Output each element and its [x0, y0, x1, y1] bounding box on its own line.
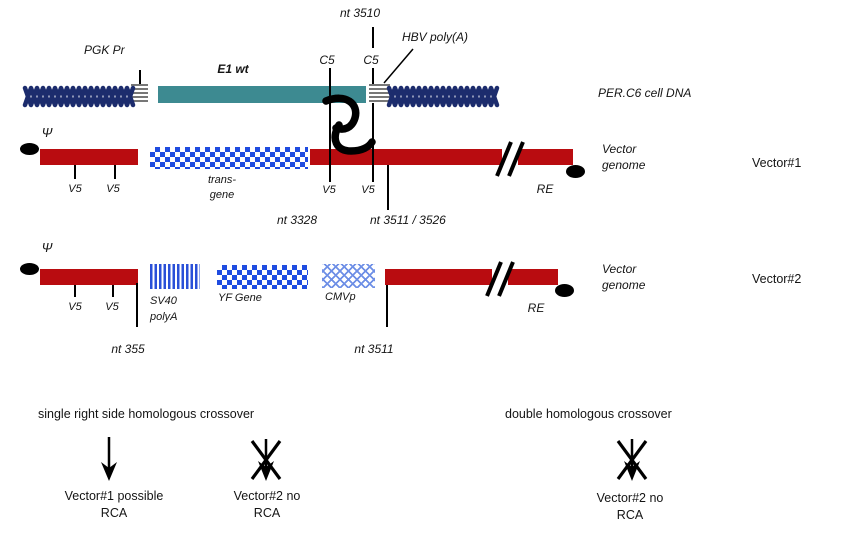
- vector1-bar-left: [40, 149, 138, 165]
- vector2-genome-label: Vector genome: [602, 261, 645, 293]
- nt3510-label: nt 3510: [339, 6, 381, 20]
- double-crossover-title: double homologous crossover: [505, 407, 672, 421]
- yf-gene-box: [217, 265, 308, 289]
- e1-wt-label: E1 wt: [217, 62, 249, 76]
- outcome-line: RCA: [253, 506, 281, 520]
- arrow-down-icon: [101, 437, 117, 481]
- vector2-left-cap: [20, 263, 39, 275]
- vector2-v5-label-2: V5: [105, 301, 119, 313]
- transgene-box: [150, 147, 308, 169]
- vector2-genome-line1: Vector: [602, 262, 637, 276]
- outcome-line: Vector#2 no: [596, 491, 664, 505]
- sv40-label-line1: SV40: [150, 295, 177, 307]
- per-c6-cell-dna-label: PER.C6 cell DNA: [598, 86, 692, 100]
- vector1-v5-label-3: V5: [322, 184, 336, 196]
- e1-wt-bar: [158, 86, 366, 103]
- transgene-label-line1: trans-: [207, 174, 237, 186]
- outcome-vector1-possible: Vector#1 possible RCA: [65, 488, 164, 522]
- vector2-psi-label: Ψ: [41, 240, 53, 255]
- sv40-polya-box: [150, 264, 200, 289]
- vector2-v5-label-1: V5: [68, 301, 82, 313]
- vector1-v5-label-1: V5: [68, 183, 82, 195]
- vector2-right-cap: [555, 284, 574, 297]
- outcome-line: Vector#2 no: [233, 489, 301, 503]
- hbv-polya-label: HBV poly(A): [402, 30, 469, 44]
- nt355-label: nt 355: [111, 342, 145, 356]
- pgk-promoter-box: [131, 84, 148, 103]
- cell-dna-zigzag-left: [22, 85, 136, 108]
- vector2-bar-end: [508, 269, 558, 285]
- outcome-line: RCA: [616, 508, 644, 522]
- vector2-re-label: RE: [527, 301, 545, 315]
- nt3511-label: nt 3511: [354, 342, 394, 356]
- vector2-bar-middle: [385, 269, 492, 285]
- arrow-down-crossed-icon-left: [250, 437, 282, 483]
- vector1-genome-line1: Vector: [602, 142, 637, 156]
- vector1-re-label: RE: [536, 182, 554, 196]
- vector1-v5-label-2: V5: [106, 183, 120, 195]
- break-slashes-vector1: [495, 141, 525, 177]
- vector1-name-label: Vector#1: [752, 156, 802, 170]
- transgene-label-line2: gene: [209, 189, 235, 201]
- vector2-genome-line2: genome: [602, 278, 646, 292]
- nt3328-label: nt 3328: [276, 213, 318, 227]
- vector1-right-cap: [566, 165, 585, 178]
- pgk-pr-label: PGK Pr: [84, 43, 125, 57]
- cmvp-label: CMVp: [325, 291, 356, 303]
- hbv-pointer-line: [383, 48, 414, 84]
- vector2-name-label: Vector#2: [752, 272, 802, 286]
- c5-left-label: C5: [319, 53, 335, 67]
- sv40-polya-label: SV40 polyA: [150, 293, 178, 325]
- transgene-label: trans- gene: [208, 173, 236, 203]
- arrow-down-crossed-icon-right: [616, 437, 648, 483]
- nt3511-3526-label: nt 3511 / 3526: [370, 213, 446, 227]
- outcome-vector2-no-right: Vector#2 no RCA: [597, 490, 664, 524]
- cmvp-box: [322, 264, 375, 288]
- crossover-twist-icon: [322, 94, 376, 155]
- vector1-psi-label: Ψ: [41, 125, 53, 140]
- vector1-left-cap: [20, 143, 39, 155]
- vector1-genome-line2: genome: [602, 158, 646, 172]
- outcome-line: RCA: [100, 506, 128, 520]
- outcome-vector2-no-left: Vector#2 no RCA: [234, 488, 301, 522]
- vector1-v5-label-4: V5: [361, 184, 375, 196]
- sv40-label-line2: polyA: [150, 311, 178, 323]
- break-slashes-vector2: [485, 261, 515, 297]
- hbv-polya-box: [369, 84, 390, 103]
- cell-dna-zigzag-right: [386, 85, 500, 108]
- vector1-genome-label: Vector genome: [602, 141, 645, 173]
- vector2-bar-left: [40, 269, 138, 285]
- c5-right-label: C5: [363, 53, 379, 67]
- vector1-bar-end: [518, 149, 573, 165]
- single-crossover-title: single right side homologous crossover: [38, 407, 255, 421]
- yf-gene-label: YF Gene: [218, 292, 262, 304]
- outcome-line: Vector#1 possible: [64, 489, 164, 503]
